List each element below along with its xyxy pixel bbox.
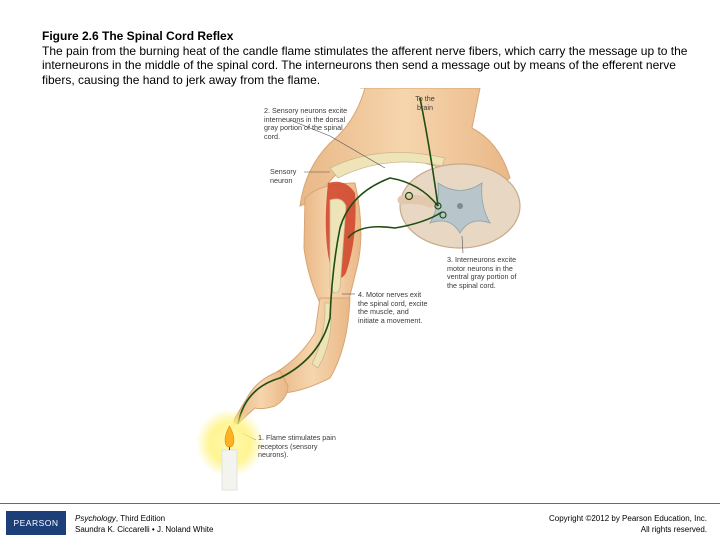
label-sensory-neuron: Sensory neuron — [270, 167, 297, 185]
label-to-brain: To the brain — [415, 94, 435, 112]
book-authors: Saundra K. Ciccarelli • J. Noland White — [75, 525, 214, 534]
figure-title: Figure 2.6 The Spinal Cord Reflex — [42, 29, 234, 43]
candle — [221, 449, 238, 491]
book-edition: , Third Edition — [115, 514, 166, 523]
leader-step2 — [289, 119, 386, 169]
spinal-nerve-root — [397, 194, 435, 208]
forearm — [274, 297, 351, 394]
book-title: Psychology — [75, 514, 116, 523]
footer-copyright: Copyright ©2012 by Pearson Education, In… — [549, 513, 707, 535]
motor-nerve-path — [347, 211, 443, 239]
label-step2: 2. Sensory neurons excite interneurons i… — [264, 106, 348, 141]
figure-caption: The pain from the burning heat of the ca… — [42, 43, 688, 87]
label-step4: 4. Motor nerves exit the spinal cord, ex… — [358, 290, 428, 325]
spinal-reflex-illustration — [196, 88, 521, 491]
book-title-line: Psychology, Third Edition — [75, 513, 213, 524]
candle-flame — [224, 425, 235, 448]
synapse-ventral — [439, 211, 447, 219]
synapse-dorsal — [434, 202, 442, 210]
label-step1: 1. Flame stimulates pain receptors (sens… — [258, 433, 336, 460]
footer-book-info: Psychology, Third Edition Saundra K. Cic… — [75, 513, 213, 535]
ganglion — [404, 191, 414, 201]
label-step3: 3. Interneurons excite motor neurons in … — [447, 255, 517, 290]
spinal-cord-cross-section — [399, 163, 521, 249]
footer-divider — [0, 503, 720, 504]
pearson-logo: PEARSON — [6, 511, 66, 535]
leader-step3 — [461, 235, 464, 254]
figure-heading: Figure 2.6 The Spinal Cord Reflex The pa… — [42, 29, 692, 87]
forearm-bones — [311, 302, 332, 369]
copyright-line: Copyright ©2012 by Pearson Education, In… — [549, 514, 707, 523]
sensory-nerve-path — [237, 177, 439, 425]
brain-nerve-path — [419, 97, 439, 207]
rights-line: All rights reserved. — [640, 525, 707, 534]
